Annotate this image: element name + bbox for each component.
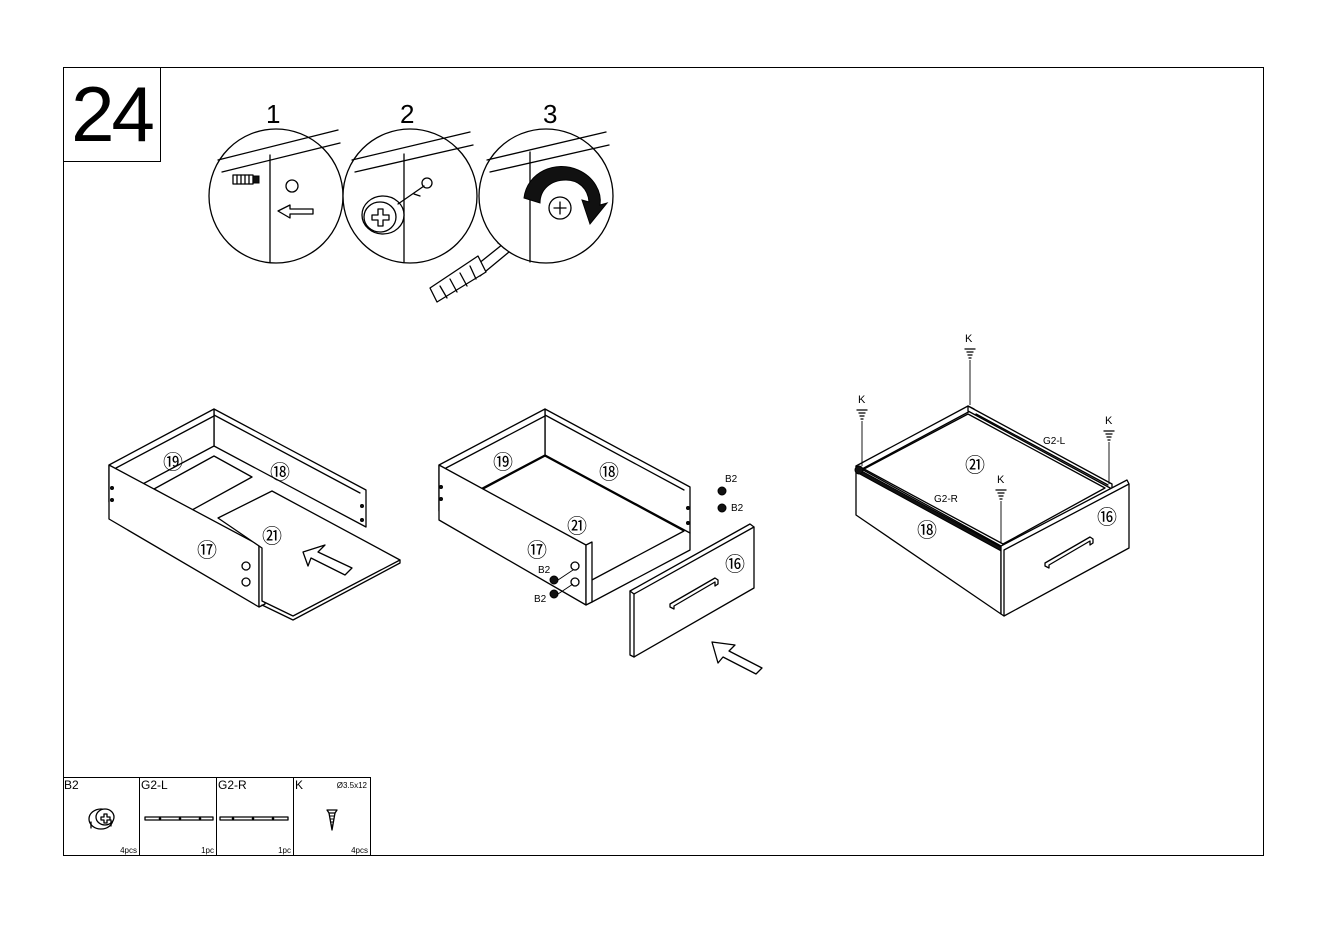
panel-21-label: ㉑ [262,525,282,548]
part-code: B2 [64,779,79,792]
part-qty: 4pcs [120,846,137,855]
arrow-insert-icon [712,642,762,674]
panel-19-label: ⑲ [163,451,183,474]
b2-callout: B2 [538,565,551,576]
substep-1-label: 1 [266,99,280,129]
part-cell-g2l: G2-L 1pc [140,777,217,856]
drawer-assembly-3: K K K K G2-L G2-R ㉑ ⑱ ⑯ [855,333,1129,616]
cam-lock-icon [63,792,139,840]
panel-21-label: ㉑ [965,454,985,477]
drawer-runner-left-icon [140,792,216,840]
panel-19-label: ⑲ [493,451,513,474]
panel-17-label: ⑰ [527,539,547,562]
k-callout: K [1105,415,1113,427]
panel-16-label: ⑯ [725,553,745,576]
g2l-callout: G2-L [1043,436,1066,447]
detail-circle-1 [209,129,343,263]
part-code: G2-L [141,779,168,792]
part-spec: Ø3.5x12 [337,781,367,790]
substep-2-label: 2 [400,99,414,129]
panel-18-label: ⑱ [599,461,619,484]
part-qty: 1pc [201,846,214,855]
part-code: G2-R [218,779,247,792]
b2-callout: B2 [731,503,744,514]
screw-icon [294,792,370,840]
panel-21-label: ㉑ [567,515,587,538]
panel-17-label: ⑰ [197,539,217,562]
k-callout: K [997,474,1005,486]
drawer-runner-right-icon [217,792,293,840]
panel-18-label: ⑱ [270,461,290,484]
detail-circle-3 [479,129,613,263]
substep-3-label: 3 [543,99,557,129]
k-callout: K [965,333,973,345]
b2-callout: B2 [725,474,738,485]
cam-bolt-icon [233,175,259,184]
b2-callout: B2 [534,594,547,605]
part-cell-g2r: G2-R 1pc [217,777,294,856]
g2r-callout: G2-R [934,494,958,505]
part-qty: 1pc [278,846,291,855]
part-qty: 4pcs [351,846,368,855]
parts-table: B2 4pcs G2-L 1pc G2-R 1pc K Ø3.5x12 [63,777,371,856]
drawer-assembly-1: ⑲ ⑱ ㉑ ⑰ [109,409,400,620]
part-cell-b2: B2 4pcs [63,777,140,856]
part-code: K [295,779,303,792]
part-cell-k: K Ø3.5x12 4pcs [294,777,371,856]
drawer-assembly-2: B2 B2 B2 B2 ⑲ ⑱ ㉑ ⑰ ⑯ [439,409,762,674]
panel-16-label: ⑯ [1097,506,1117,529]
k-callout: K [858,394,866,406]
panel-18-label: ⑱ [917,519,937,542]
